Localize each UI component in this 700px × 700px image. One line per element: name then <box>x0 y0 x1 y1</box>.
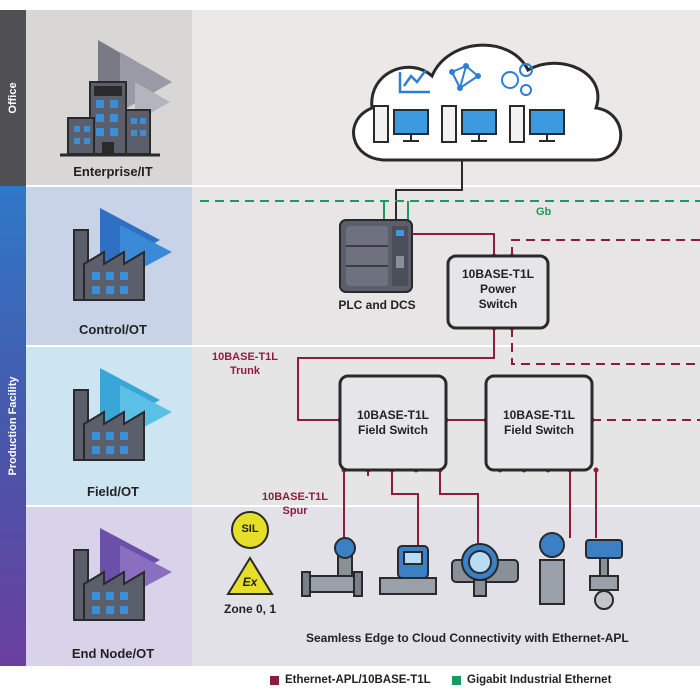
plc-label: PLC and DCS <box>338 298 416 312</box>
field-switch-2-label: 10BASE-T1L Field Switch <box>486 408 592 438</box>
trunk-label-line-2: Trunk <box>230 365 260 377</box>
power-switch-line-3: Switch <box>478 297 518 311</box>
power-switch-line-1: 10BASE-T1L <box>461 267 535 281</box>
field-switch-1-line-2: Field Switch <box>357 423 428 437</box>
legend-apl-text: Ethernet-APL/10BASE-T1L <box>285 674 431 686</box>
field-switch-1-line-1: 10BASE-T1L <box>356 408 430 422</box>
legend-gigabit: Gigabit Industrial Ethernet <box>452 674 611 686</box>
field-switch-2-line-2: Field Switch <box>503 423 574 437</box>
gb-link-label: Gb <box>536 206 552 218</box>
tier-endnode-label: End Node/OT <box>71 646 155 661</box>
diagram-caption: Seamless Edge to Cloud Connectivity with… <box>306 631 629 645</box>
spur-label: 10BASE-T1L Spur <box>262 490 328 518</box>
control-factory-icon <box>73 208 172 301</box>
office-side-bar <box>0 10 26 186</box>
tier-enterprise-label: Enterprise/IT <box>73 164 153 179</box>
server-monitor-icon <box>509 105 565 143</box>
trunk-label: 10BASE-T1L Trunk <box>212 350 278 378</box>
flow-meter-icon <box>301 537 363 597</box>
tier-field-label: Field/OT <box>87 484 139 499</box>
server-monitor-icon <box>373 105 429 143</box>
production-side-bar <box>0 186 26 666</box>
ex-text: Ex <box>242 575 258 589</box>
spur-label-line-1: 10BASE-T1L <box>262 491 329 503</box>
office-zone-label: Office <box>7 82 19 114</box>
legend-apl: Ethernet-APL/10BASE-T1L <box>270 674 431 686</box>
zone-label: Zone 0, 1 <box>223 602 276 616</box>
cloud-icon <box>352 43 623 162</box>
legend-apl-swatch <box>270 675 279 685</box>
level-transmitter-icon <box>539 532 565 605</box>
enterprise-building-icon <box>60 40 172 157</box>
field-factory-icon <box>73 368 172 461</box>
ex-hazard-icon <box>226 556 274 595</box>
power-switch-label: 10BASE-T1L Power Switch <box>448 267 548 312</box>
production-zone-label: Production Facility <box>7 376 19 476</box>
tier-control-label: Control/OT <box>79 322 147 337</box>
field-switch-2-box <box>484 374 594 472</box>
sil-badge-icon <box>231 511 269 549</box>
legend-gigabit-text: Gigabit Industrial Ethernet <box>467 674 612 686</box>
field-switch-1-label: 10BASE-T1L Field Switch <box>340 408 446 438</box>
cloud-link-line <box>395 160 463 220</box>
power-switch-box <box>446 254 550 330</box>
trunk-label-line-1: 10BASE-T1L <box>212 351 279 363</box>
endnode-factory-icon <box>73 528 172 621</box>
valve-positioner-icon <box>379 545 437 595</box>
field-switch-2-line-1: 10BASE-T1L <box>502 408 576 422</box>
field-switch-1-box <box>338 374 448 472</box>
server-monitor-icon <box>441 105 497 143</box>
plc-dcs-icon <box>339 219 413 293</box>
control-valve-icon <box>585 539 623 610</box>
spur-label-line-2: Spur <box>282 505 308 517</box>
power-switch-line-2: Power <box>479 282 516 296</box>
pressure-transmitter-icon <box>451 543 519 597</box>
sil-text: SIL <box>241 523 259 535</box>
legend-gigabit-swatch <box>452 675 461 685</box>
